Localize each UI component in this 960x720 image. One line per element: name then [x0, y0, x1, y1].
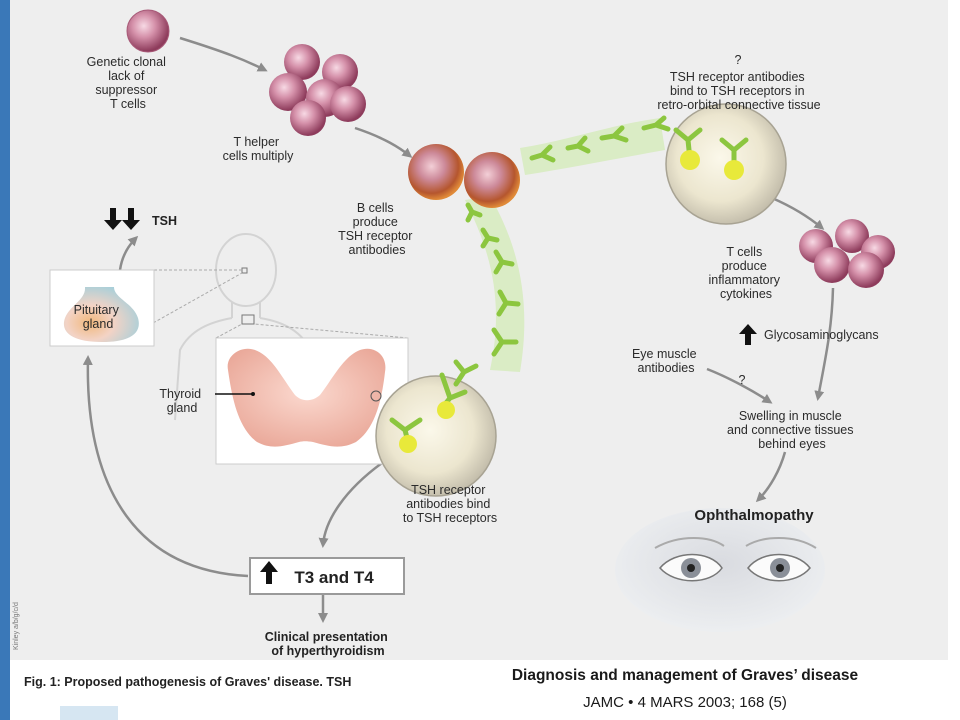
label-genetic: Genetic clonal lack of suppressor T cell… [87, 55, 170, 111]
t-helper-cell-cluster [269, 44, 366, 136]
arrow-eyemuscle-to-swelling [706, 367, 773, 404]
figure-caption: Fig. 1: Proposed pathogenesis of Graves'… [24, 675, 351, 689]
label-pituitary: Pituitary gland [74, 303, 123, 331]
label-glycosaminoglycans: Glycosaminoglycans [764, 328, 879, 342]
label-question-2: ? [739, 373, 746, 387]
arrow-thelper-to-bcells [354, 126, 413, 158]
antibodies-vertical [465, 202, 521, 357]
arrow-sphere-to-t3t4 [318, 461, 383, 548]
b-cells [408, 144, 520, 208]
thyroid-gland-shape [227, 348, 386, 447]
antibody-upper-thyroid [453, 359, 479, 387]
arrow-t3t4-feedback-to-pituitary [82, 355, 249, 578]
glycosaminoglycan-up-arrow [739, 324, 757, 345]
antibody-trail-horizontal [520, 118, 665, 175]
bottom-strip [0, 706, 960, 720]
arrow-retro-to-tcells [771, 196, 825, 230]
bottom-light-accent [60, 706, 118, 720]
label-tsh: TSH [152, 214, 177, 228]
retro-orbital-sphere [665, 103, 787, 225]
t3t4-up-arrow [260, 561, 278, 584]
label-swelling: Swelling in muscle and connective tissue… [727, 409, 857, 451]
label-clinical: Clinical presentation of hyperthyroidism [265, 630, 391, 658]
label-question-1: ? [735, 53, 742, 67]
arrow-pituitary-to-tsh [118, 235, 139, 271]
t-cell-cluster-right [799, 219, 895, 288]
bottom-corner-accent [0, 706, 10, 720]
label-ophthalmopathy: Ophthalmopathy [694, 507, 814, 524]
footer-citation: JAMC • 4 MARS 2003; 168 (5) [583, 694, 787, 711]
pituitary-gland-shape [63, 287, 139, 342]
label-tshr-bind: TSH receptor antibodies bind to TSH rece… [403, 483, 497, 525]
arrow-cytokines-to-swelling [814, 287, 835, 401]
label-t-helper: T helper cells multiply [223, 135, 295, 163]
t3t4-box [249, 557, 405, 595]
footer-title: Diagnosis and management of Graves’ dise… [511, 667, 859, 684]
tsh-down-arrows [104, 208, 140, 230]
label-eye-muscle-antibodies: Eye muscle antibodies [632, 347, 700, 375]
zoom-lines-thyroid [215, 323, 409, 339]
antibodies-horizontal [529, 115, 671, 163]
label-retro-orbital: TSH receptor antibodies bind to TSH rece… [657, 70, 820, 112]
antibody-trail-vertical [465, 196, 525, 372]
caption-band [10, 660, 412, 706]
left-accent-bar [0, 0, 10, 706]
label-b-cells: B cells produce TSH receptor antibodies [338, 201, 416, 257]
thyroid-receptor-sphere [375, 372, 497, 497]
eyes-illustration [615, 508, 825, 632]
thyroid-marker [241, 314, 255, 325]
label-thyroid: Thyroid gland [159, 387, 204, 415]
graves-pathogenesis-figure: Genetic clonal lack of suppressor T cell… [10, 0, 948, 706]
label-t-cells-cytokines: T cells produce inflammatory cytokines [708, 245, 783, 301]
suppressor-t-cell [126, 9, 170, 53]
arrow-genetic-to-thelper [179, 36, 268, 72]
right-margin [948, 0, 960, 660]
arrow-swelling-to-ophthalmopathy [755, 451, 787, 503]
illustrator-credit: Kinley a/b/g/c/d [13, 602, 20, 650]
label-t3-t4: T3 and T4 [294, 568, 374, 587]
